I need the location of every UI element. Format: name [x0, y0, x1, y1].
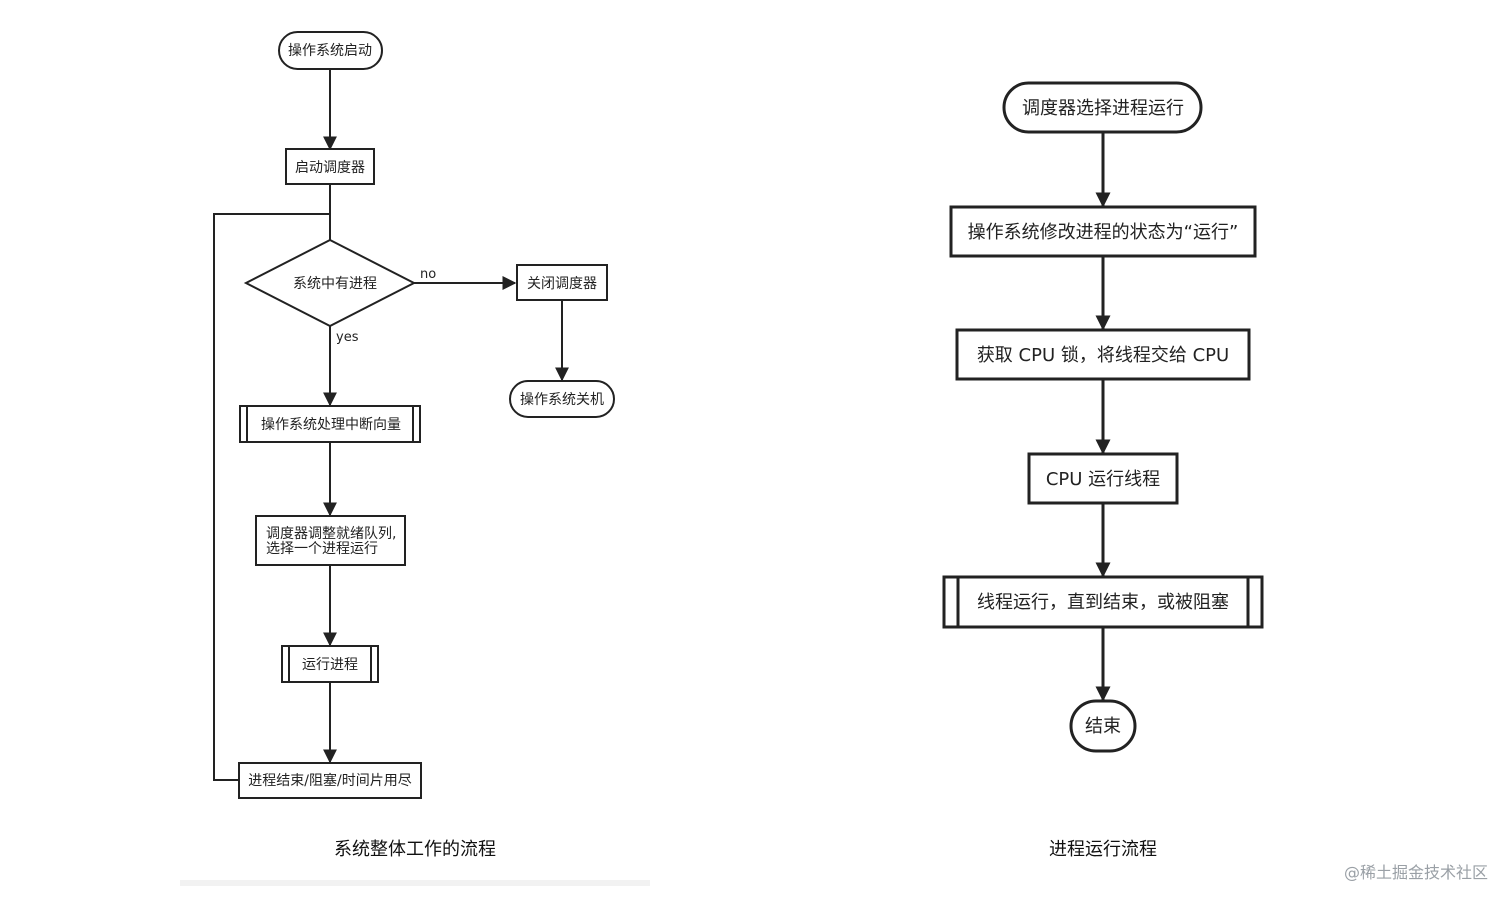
- node-start-scheduler-label: 启动调度器: [295, 160, 365, 176]
- node-cpu-run: CPU 运行线程: [1027, 452, 1179, 505]
- node-process-end-label: 进程结束/阻塞/时间片用尽: [248, 772, 411, 789]
- node-handle-interrupt-label: 操作系统处理中断向量: [261, 417, 401, 433]
- node-acquire-lock: 获取 CPU 锁，将线程交给 CPU: [955, 328, 1251, 381]
- node-close-scheduler: 关闭调度器: [516, 264, 608, 301]
- node-thread-run: 线程运行，直到结束，或被阻塞: [942, 575, 1264, 629]
- watermark: @稀土掘金技术社区: [1344, 863, 1488, 882]
- node-acquire-lock-label: 获取 CPU 锁，将线程交给 CPU: [977, 345, 1229, 366]
- caption-underline-shadow: [180, 880, 650, 886]
- node-scheduler-select-label: 调度器选择进程运行: [1022, 98, 1184, 119]
- left-flowchart: 操作系统启动 启动调度器 系统中有进程 no yes 关闭调度器 操作系统关机: [180, 31, 650, 886]
- left-edges: [213, 69, 569, 781]
- edge-loop-back: [213, 213, 330, 781]
- node-modify-state-label: 操作系统修改进程的状态为“运行”: [968, 222, 1239, 243]
- node-decision-label: 系统中有进程: [293, 276, 377, 292]
- node-os-shutdown: 操作系统关机: [509, 380, 615, 418]
- node-process-end: 进程结束/阻塞/时间片用尽: [238, 762, 422, 799]
- node-thread-run-label: 线程运行，直到结束，或被阻塞: [977, 592, 1229, 613]
- node-cpu-run-label: CPU 运行线程: [1046, 469, 1160, 490]
- left-caption: 系统整体工作的流程: [334, 839, 496, 860]
- node-adjust-queue-line2: 选择一个进程运行: [266, 541, 378, 557]
- node-adjust-queue: 调度器调整就绪队列, 选择一个进程运行: [255, 515, 406, 566]
- node-adjust-queue-line1: 调度器调整就绪队列,: [266, 526, 396, 542]
- node-modify-state: 操作系统修改进程的状态为“运行”: [949, 205, 1257, 258]
- node-close-scheduler-label: 关闭调度器: [527, 276, 597, 292]
- node-run-process: 运行进程: [281, 645, 379, 683]
- edge-label-yes: yes: [336, 330, 359, 345]
- node-os-start: 操作系统启动: [278, 31, 383, 70]
- edge-label-no: no: [420, 267, 436, 282]
- right-caption: 进程运行流程: [1049, 839, 1157, 860]
- node-run-process-label: 运行进程: [302, 657, 358, 673]
- node-handle-interrupt: 操作系统处理中断向量: [239, 405, 421, 443]
- node-scheduler-select: 调度器选择进程运行: [1002, 81, 1203, 134]
- node-end: 结束: [1069, 699, 1137, 753]
- node-os-shutdown-label: 操作系统关机: [520, 392, 604, 408]
- node-start-scheduler: 启动调度器: [285, 148, 375, 185]
- node-end-label: 结束: [1085, 716, 1121, 737]
- node-os-start-label: 操作系统启动: [288, 43, 372, 59]
- node-decision-has-process: 系统中有进程: [243, 238, 417, 328]
- right-flowchart: 调度器选择进程运行 操作系统修改进程的状态为“运行” 获取 CPU 锁，将线程交…: [942, 81, 1264, 860]
